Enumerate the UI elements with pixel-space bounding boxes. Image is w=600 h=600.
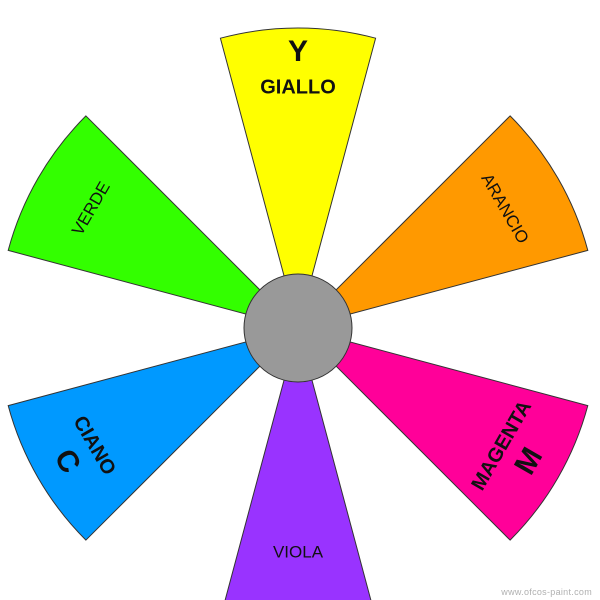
credit-watermark: www.ofcos-paint.com [501,587,592,597]
sector-yellow [219,27,377,330]
sector-green [7,115,300,329]
sector-name-yellow: GIALLO [260,76,336,98]
sector-violet [224,326,372,600]
center-disc [243,273,353,383]
sector-name-violet: VIOLA [273,542,324,561]
sector-magenta [296,327,589,541]
sector-cyan [7,327,300,541]
sectors-group [7,27,589,600]
sector-orange [296,115,589,329]
sector-letter-yellow: Y [288,35,308,68]
